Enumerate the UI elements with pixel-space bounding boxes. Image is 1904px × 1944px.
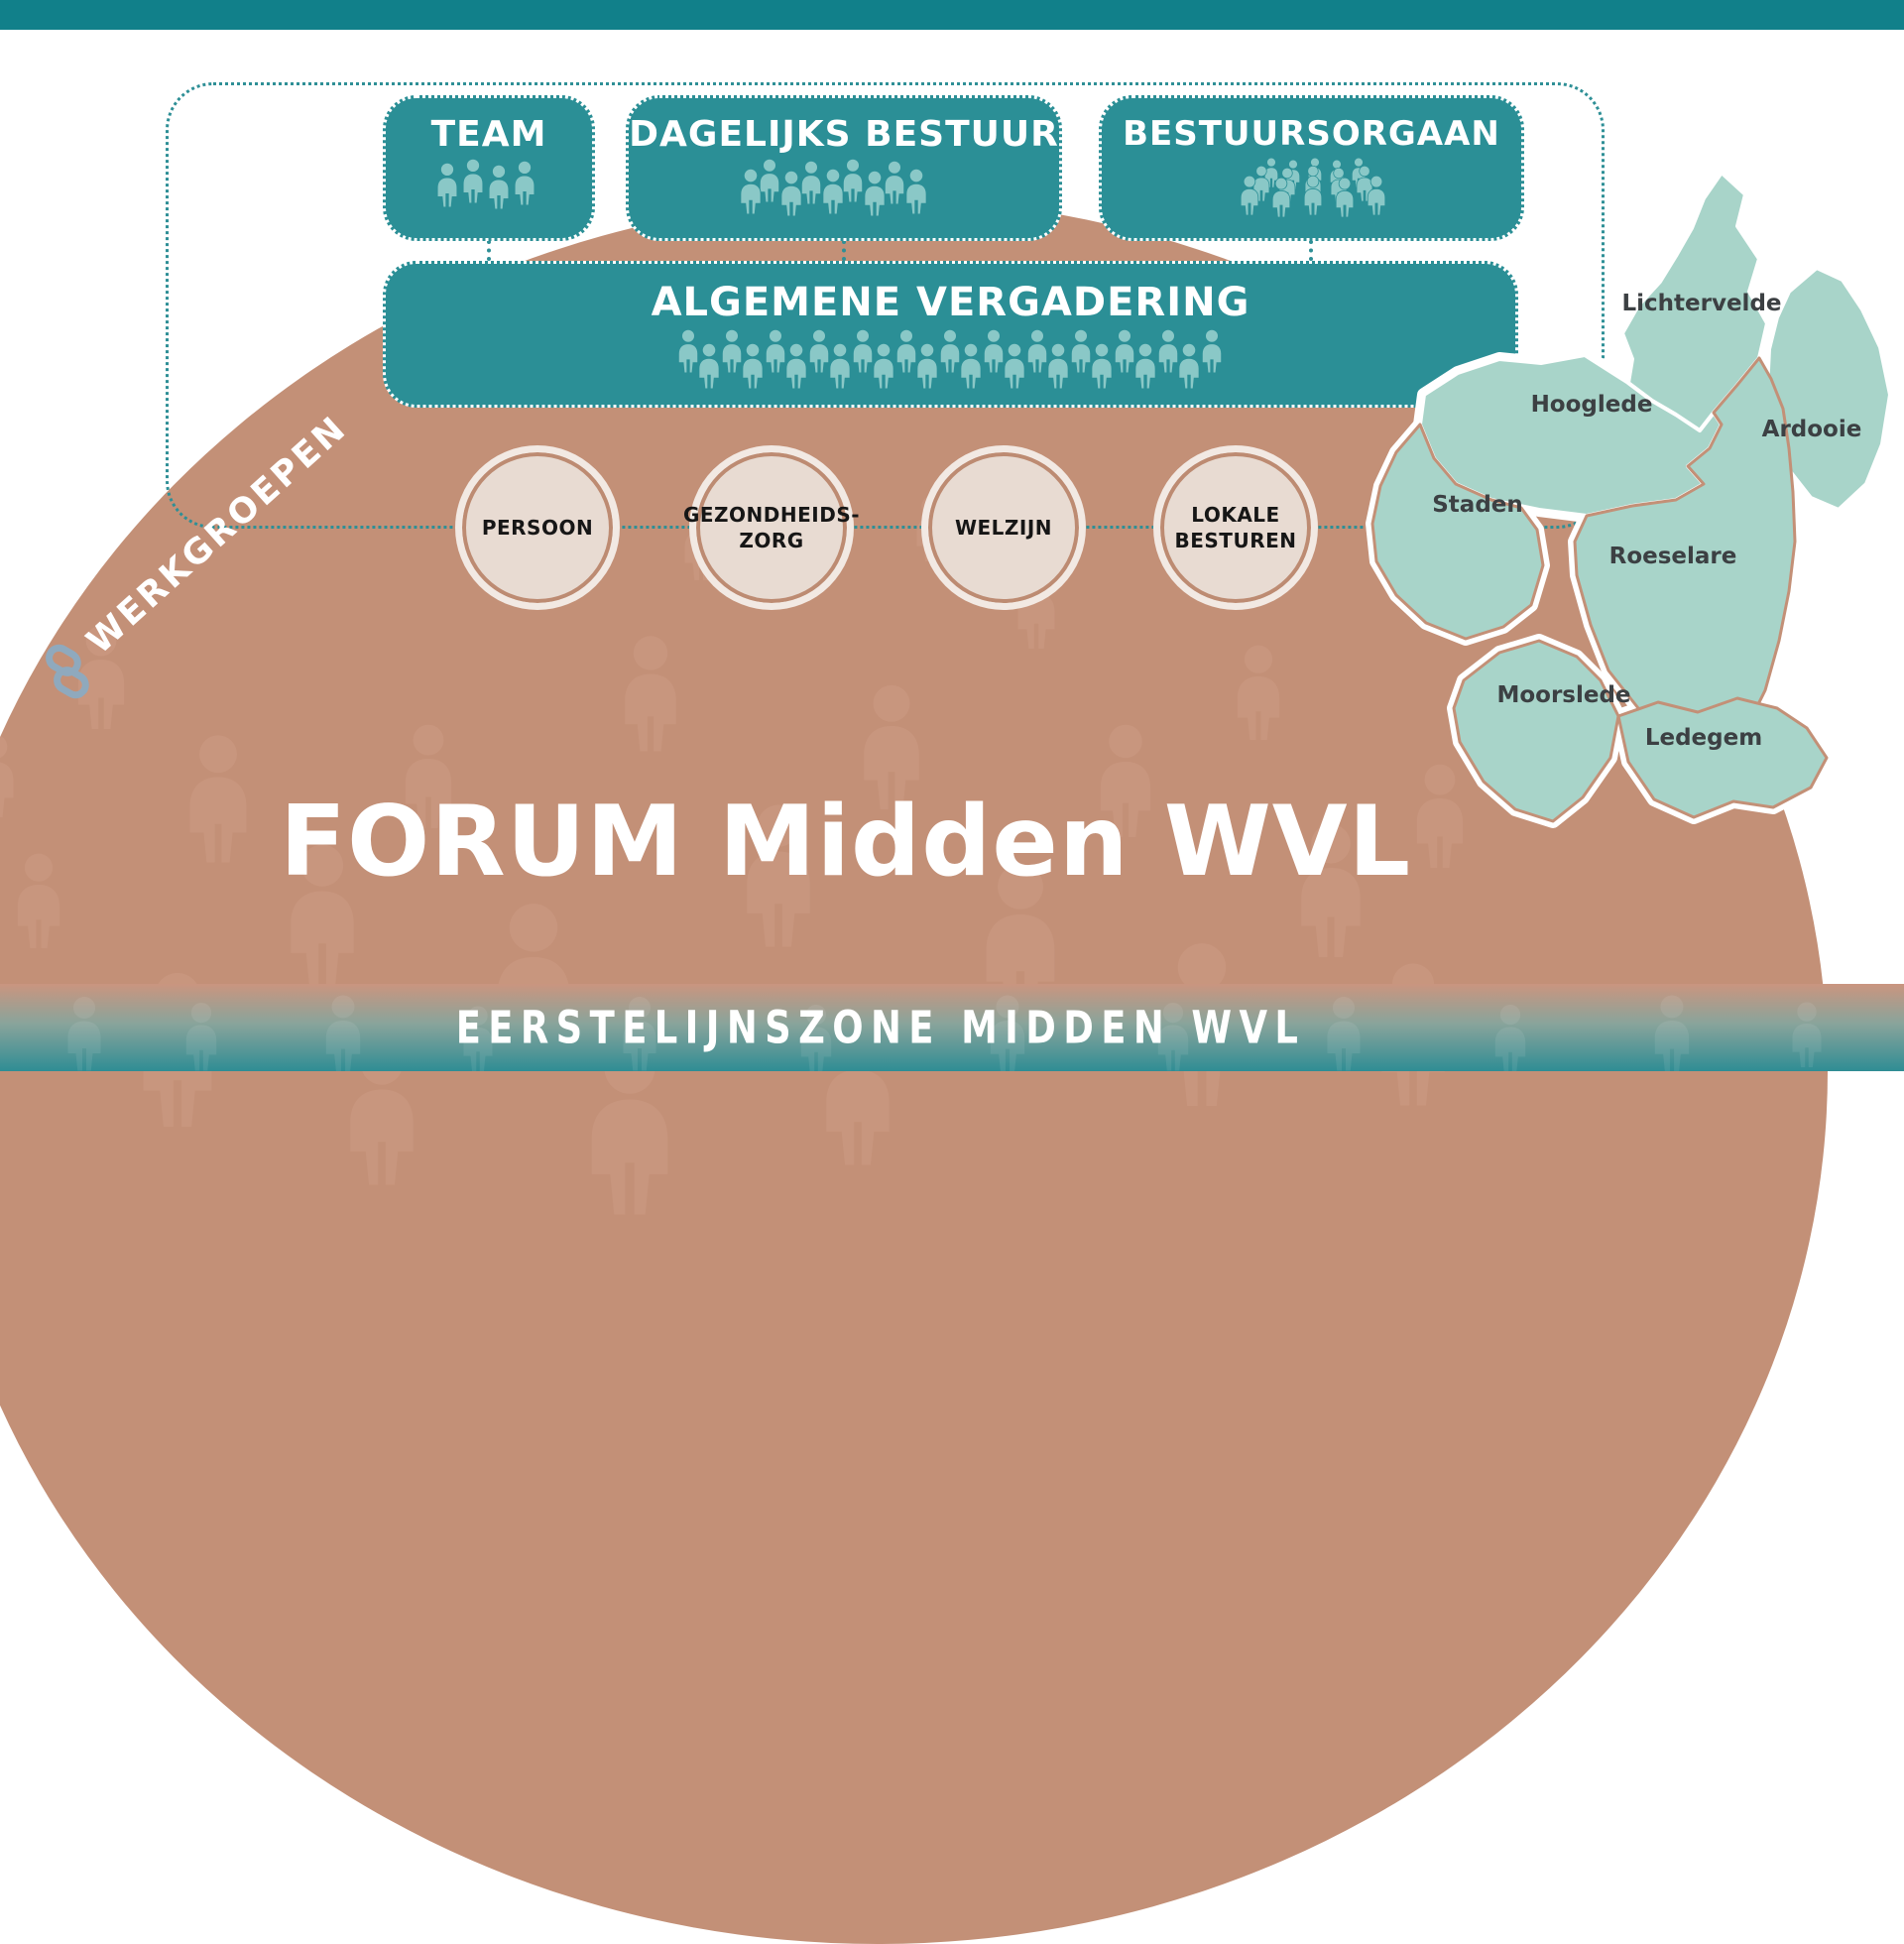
map-label-staden: Staden [1432,492,1523,518]
workgroup-label: PERSOON [481,516,594,540]
team-people-icon [436,159,536,209]
workgroup-label-line2: ZORG [739,529,804,552]
connector-bestuursorgaan [1309,240,1313,261]
workgroup-circle-welzijn: WELZIJN [921,445,1086,610]
assembly-people-icon [677,329,1222,389]
bestuursorgaan-people-icon [1239,158,1386,217]
workgroup-circle-gezondheidszorg: GEZONDHEIDS- ZORG [683,445,860,610]
map-label-lichtervelde: Lichtervelde [1621,291,1781,316]
workgroups-dotted-outline [166,82,1605,529]
workgroup-circle-persoon: PERSOON [455,445,620,610]
map-shape-ledegem [1616,696,1829,819]
map-shape-ardooie [1765,266,1892,512]
map-shape-staden [1370,423,1545,641]
map-shape-lichtervelde [1620,171,1769,432]
workgroup-label: LOKALE [1191,503,1280,527]
assembly-box: ALGEMENE VERGADERING [383,261,1518,408]
footer-banner-label: EERSTELIJNSZONE MIDDEN WVL [455,1001,1306,1054]
map-label-ledegem: Ledegem [1645,725,1762,751]
connector-dagelijks-bestuur [842,240,846,261]
map-label-roeselare: Roeselare [1609,544,1737,569]
workgroup-label: GEZONDHEIDS- [682,503,861,527]
org-box-bestuursorgaan-label: BESTUURSORGAAN [1123,114,1500,154]
dagelijks-bestuur-people-icon [740,159,927,216]
org-box-dagelijks-bestuur: DAGELIJKS BESTUUR [626,95,1062,241]
org-box-dagelijks-bestuur-label: DAGELIJKS BESTUUR [629,114,1059,155]
map-shape-roeselare [1573,356,1797,746]
map-label-ardooie: Ardooie [1762,417,1862,442]
workgroup-label: WELZIJN [954,516,1053,540]
assembly-label: ALGEMENE VERGADERING [651,280,1250,325]
municipality-map: Lichtervelde Hooglede Ardooie Staden Roe… [1366,166,1897,828]
footer-banner: EERSTELIJNSZONE MIDDEN WVL [0,984,1904,1071]
workgroup-circle-lokale-besturen: LOKALE BESTUREN [1153,445,1318,610]
map-label-moorslede: Moorslede [1496,682,1630,708]
org-box-team: TEAM [383,95,595,241]
chain-link-icon [46,644,89,699]
main-title: FORUM Midden WVL [280,786,1412,899]
connector-team [487,240,491,261]
workgroup-label-line2: BESTUREN [1174,529,1297,552]
map-label-hooglede: Hooglede [1531,392,1653,418]
map-shape-moorslede [1452,639,1620,823]
org-box-team-label: TEAM [430,114,547,155]
top-bar [0,0,1904,30]
org-box-bestuursorgaan: BESTUURSORGAAN [1099,95,1524,241]
werkgroepen-banner: WERKGROEPEN [32,401,362,706]
